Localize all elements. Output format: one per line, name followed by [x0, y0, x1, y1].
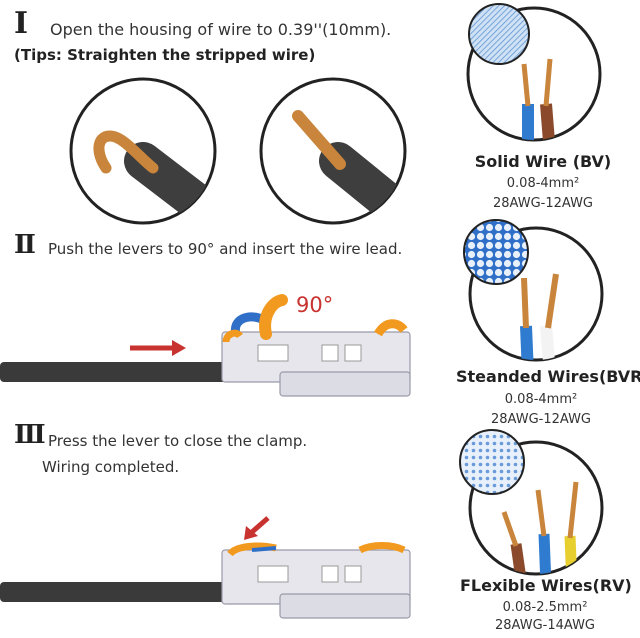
connector-closed-illustration: [0, 516, 411, 619]
straight-wire-illustration: [259, 77, 407, 225]
step-3-text: Press the lever to close the clamp.: [48, 432, 308, 450]
step-3-numeral: Ⅲ: [14, 420, 46, 450]
step-2-text: Push the levers to 90° and insert the wi…: [48, 240, 403, 258]
angle-label: 90°: [296, 293, 334, 317]
wire-1-awg: 28AWG-12AWG: [493, 196, 593, 211]
stranded-wire-circle: [463, 219, 604, 362]
step-1-numeral: Ⅰ: [14, 6, 29, 41]
solid-wire-circle: [466, 3, 602, 142]
step-1-text: Open the housing of wire to 0.39''(10mm)…: [50, 20, 392, 39]
wire-3-range: 0.08-2.5mm²: [502, 600, 588, 615]
wire-3-awg: 28AWG-14AWG: [495, 618, 595, 633]
step-2-numeral: Ⅱ: [14, 230, 36, 260]
wire-2-title: Steanded Wires(BVR): [456, 367, 640, 386]
wire-2-awg: 28AWG-12AWG: [491, 412, 591, 427]
step-3-text-2: Wiring completed.: [42, 458, 180, 476]
step-1-tip: (Tips: Straighten the stripped wire): [14, 46, 316, 64]
wire-2-range: 0.08-4mm²: [504, 392, 578, 407]
wire-1-title: Solid Wire (BV): [474, 152, 612, 171]
wire-3-title: FLexible Wires(RV): [460, 576, 632, 595]
bent-wire-illustration: [69, 77, 217, 225]
wire-1-range: 0.08-4mm²: [506, 176, 580, 191]
flexible-wire-circle: [459, 429, 604, 576]
connector-open-illustration: [0, 294, 411, 397]
